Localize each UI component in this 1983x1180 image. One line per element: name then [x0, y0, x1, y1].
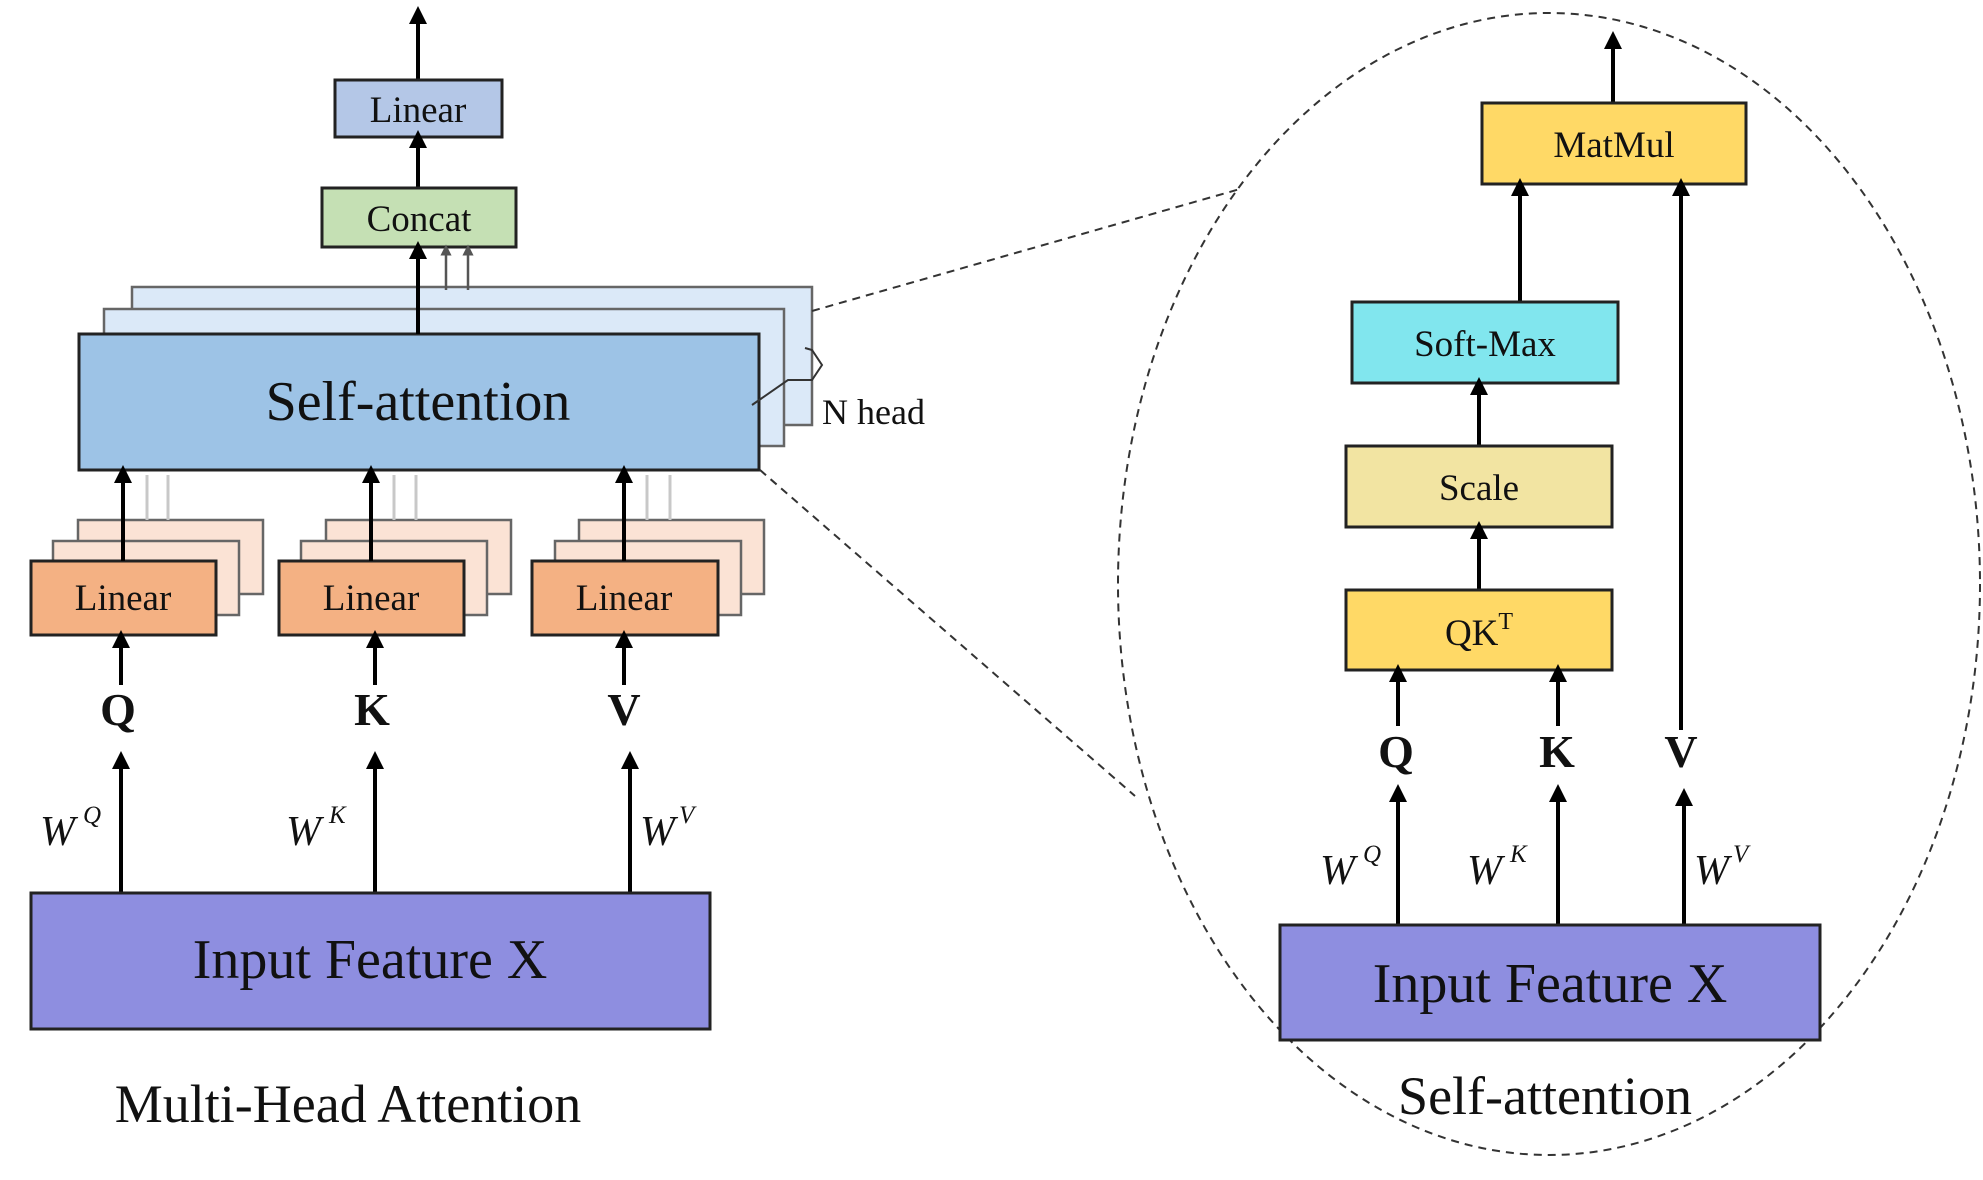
zoom-ellipse [1117, 12, 1981, 1156]
mh-q-label: Q [100, 684, 136, 735]
linear-q-stack: Linear [29, 465, 265, 637]
sa-v-label: V [1664, 726, 1697, 777]
linear-q-label: Linear [75, 578, 172, 619]
matmul-box [1480, 101, 1748, 186]
qkt-label: QKT [1445, 609, 1513, 654]
n-head-label: N head [822, 392, 925, 432]
self-attention-caption: Self-attention [1398, 1066, 1692, 1126]
self-attention-box [77, 332, 761, 472]
multi-head-attention-panel: Linear Concat Self-attention N head Line… [29, 6, 925, 1134]
self-attention-label: Self-attention [266, 371, 571, 433]
mh-v-label: V [607, 684, 640, 735]
linear-v-label: Linear [576, 578, 673, 619]
qkt-box [1344, 588, 1614, 672]
n-head-bracket [751, 347, 824, 406]
softmax-box [1350, 300, 1620, 385]
mh-k-label: K [354, 684, 390, 735]
softmax-label: Soft-Max [1414, 324, 1556, 365]
mh-input-feature-box [29, 891, 712, 1031]
concat-box [320, 186, 518, 249]
sa-q-label: Q [1378, 726, 1414, 777]
linear-k-stack: Linear [277, 465, 513, 637]
linear-top-label: Linear [370, 90, 467, 131]
zoom-connector-bottom [759, 469, 1136, 797]
concat-label: Concat [367, 199, 473, 240]
linear-v-stack: Linear [530, 465, 766, 637]
matmul-label: MatMul [1553, 125, 1674, 166]
zoom-connector-top [811, 188, 1241, 312]
linear-k-label: Linear [323, 578, 420, 619]
linear-q-box [29, 559, 218, 637]
sa-k-label: K [1539, 726, 1575, 777]
sa-input-feature-label: Input Feature X [1373, 953, 1728, 1015]
mh-input-feature-label: Input Feature X [193, 929, 548, 991]
sa-input-feature-box [1278, 923, 1822, 1042]
scale-label: Scale [1439, 468, 1519, 509]
multi-head-caption: Multi-Head Attention [115, 1074, 581, 1134]
